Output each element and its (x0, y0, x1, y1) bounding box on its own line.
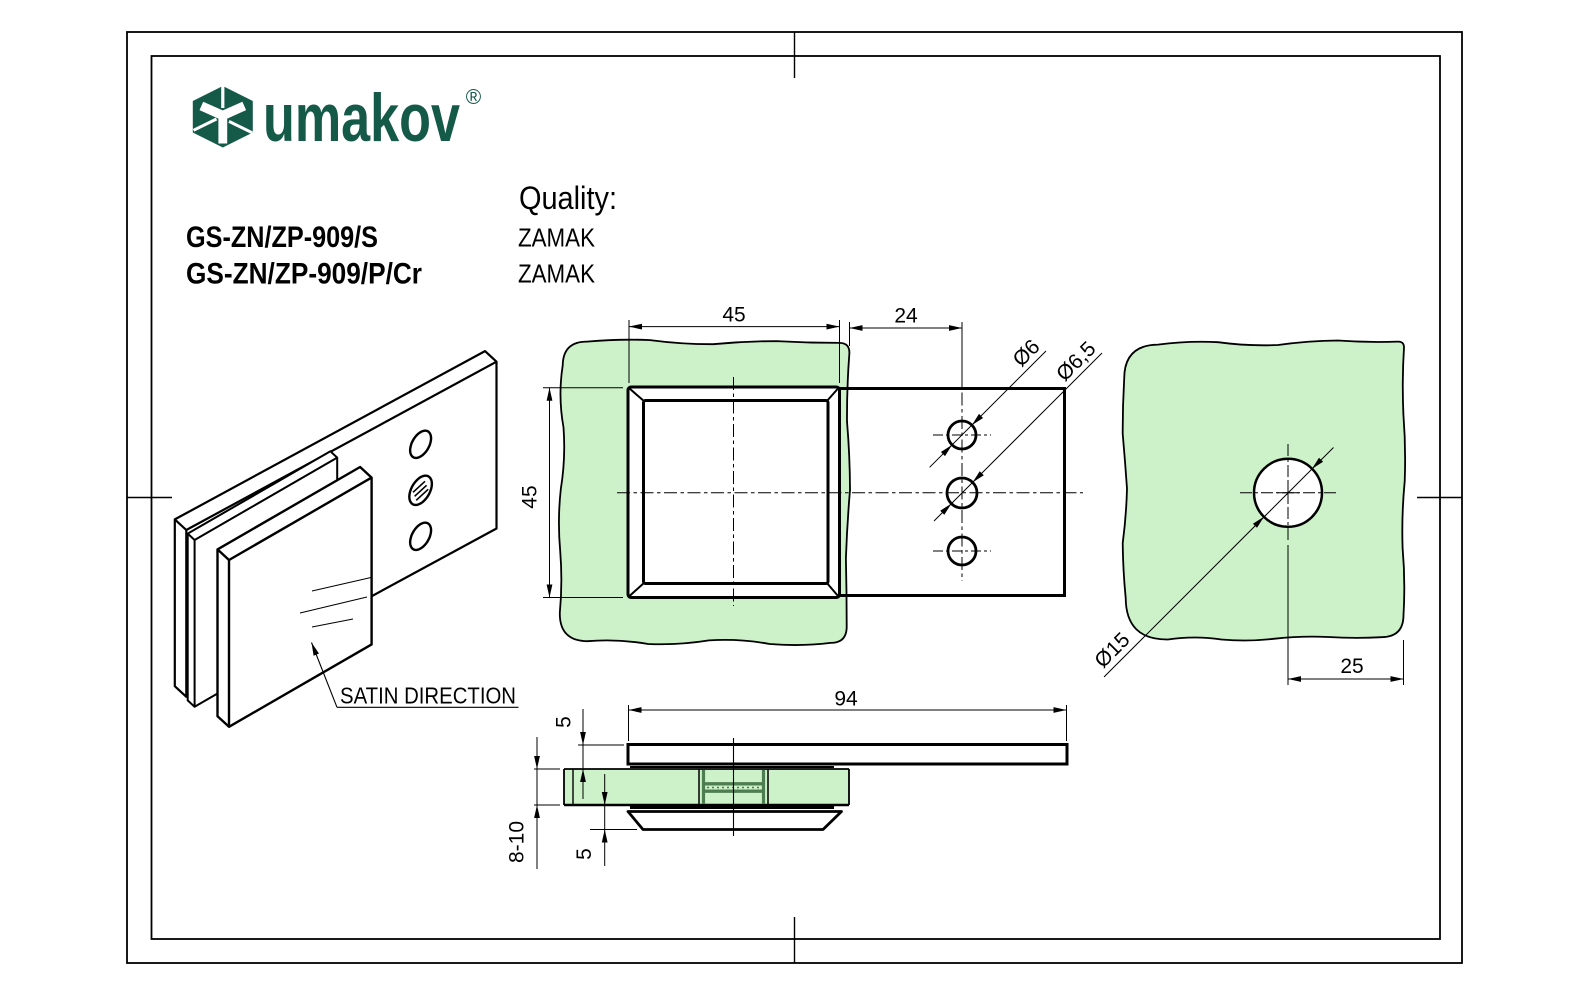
dim-text: 45 (722, 304, 745, 327)
iso-cover-plate (216, 465, 373, 728)
section-gasket (626, 810, 843, 831)
dim-arrowhead (546, 387, 553, 401)
dim-text: Ø15 (1090, 628, 1134, 672)
iso-glass-edge (194, 456, 338, 541)
section-back-plate (626, 743, 1069, 766)
dim-arrowhead (580, 769, 586, 782)
front-clamp-chamfer (825, 387, 839, 403)
dim-arrowhead (940, 503, 952, 515)
dim-text: 94 (834, 688, 858, 711)
front-clamp-square-inner (642, 399, 830, 585)
satin-line-2 (299, 596, 368, 614)
side-glass-view: Ø15 25 (1090, 339, 1407, 685)
section-view-dimensions: 94 5 8-10 5 (506, 688, 1067, 869)
iso-hole-top (408, 429, 433, 460)
iso-hole-hatch (415, 488, 429, 501)
dim-arrowhead (1053, 707, 1067, 713)
front-clamp-chamfer (628, 581, 646, 597)
dim-text: 45 (519, 485, 542, 508)
satin-direction-annotation: SATIN DIRECTION (310, 642, 519, 709)
iso-hole-bottom (408, 521, 433, 552)
front-view (558, 322, 1083, 646)
dim-arrowhead (1390, 676, 1404, 682)
logo-star-arm (218, 115, 228, 144)
dim-text: 24 (894, 305, 918, 328)
dim-arrowhead (534, 756, 540, 769)
logo-slash-right (228, 120, 253, 135)
iso-hole-hatch (412, 480, 426, 493)
dim-front-width: 45 (628, 304, 840, 383)
quality-label: Quality: (519, 180, 617, 216)
dim-arrowhead (849, 325, 863, 331)
dim-arrowhead (972, 471, 984, 483)
dim-glass-thickness: 8-10 (506, 737, 560, 869)
leader-line (933, 352, 1103, 522)
iso-cover-edge (216, 548, 230, 561)
product-quality-1: ZAMAK (518, 223, 596, 253)
logo-wordmark: umakov (263, 80, 460, 156)
dim-text: Ø6 (1008, 335, 1044, 371)
dim-arrowhead (546, 584, 553, 598)
dim-arrowhead (940, 444, 953, 457)
isometric-view (173, 350, 498, 728)
iso-back-plate-edge (185, 360, 498, 531)
dim-text: 25 (1340, 655, 1363, 678)
iso-hole-hatch (414, 484, 428, 497)
dim-arrowhead (1252, 516, 1265, 528)
drawing-frame (126, 31, 1463, 964)
dim-arrowhead (628, 707, 642, 713)
product-quality-2: ZAMAK (518, 259, 596, 289)
dim-arrowhead (534, 805, 540, 818)
dim-text: 5 (573, 848, 596, 860)
dim-text: 5 (553, 716, 576, 728)
dim-text: 8-10 (506, 821, 529, 863)
iso-cover-edge (228, 476, 373, 562)
logo-star-arm (220, 101, 247, 120)
front-clamp-chamfer (825, 581, 839, 597)
satin-line-1 (311, 577, 372, 592)
dim-arrowhead (580, 732, 586, 745)
leader-line (1103, 447, 1334, 678)
dim-arrowhead (826, 323, 840, 330)
logo-slash-left (192, 117, 218, 132)
dim-hole-offset: 24 (849, 305, 963, 390)
umakov-logo: umakov ® (192, 80, 482, 156)
dim-arrowhead (311, 642, 319, 656)
front-plate-fill (851, 388, 1065, 596)
dim-plate-length: 94 (628, 688, 1067, 741)
product-code-2: GS-ZN/ZP-909/P/Cr (186, 258, 422, 291)
title-block: Quality: GS-ZN/ZP-909/S GS-ZN/ZP-909/P/C… (186, 180, 617, 291)
dim-pad-thickness: 5 (573, 774, 637, 866)
logo-slit (221, 85, 225, 108)
iso-glass-edge (187, 532, 196, 541)
section-view (563, 738, 1069, 836)
dim-arrowhead (601, 792, 608, 805)
dim-arrowhead (949, 325, 962, 331)
dim-arrowhead (601, 829, 608, 843)
dim-arrowhead (971, 413, 984, 426)
product-code-1: GS-ZN/ZP-909/S (186, 221, 378, 254)
dim-arrowhead (1311, 457, 1324, 469)
front-clamp-chamfer (628, 387, 646, 403)
front-hole-top (946, 419, 978, 451)
registered-mark: ® (466, 86, 482, 109)
dim-front-height: 45 (519, 387, 623, 598)
front-hole-bottom (946, 535, 978, 567)
section-glass (564, 769, 849, 805)
dim-arrowhead (629, 323, 642, 330)
dim-hole-edge-distance: 25 (1287, 545, 1404, 685)
front-hole-middle (945, 476, 979, 510)
dim-plate-thickness: 5 (553, 709, 624, 799)
satin-line-3 (311, 618, 354, 628)
logo-star-arm (199, 101, 225, 120)
iso-back-plate-edge (174, 518, 188, 531)
dim-arrowhead (1288, 676, 1301, 682)
satin-direction-label: SATIN DIRECTION (340, 683, 516, 709)
